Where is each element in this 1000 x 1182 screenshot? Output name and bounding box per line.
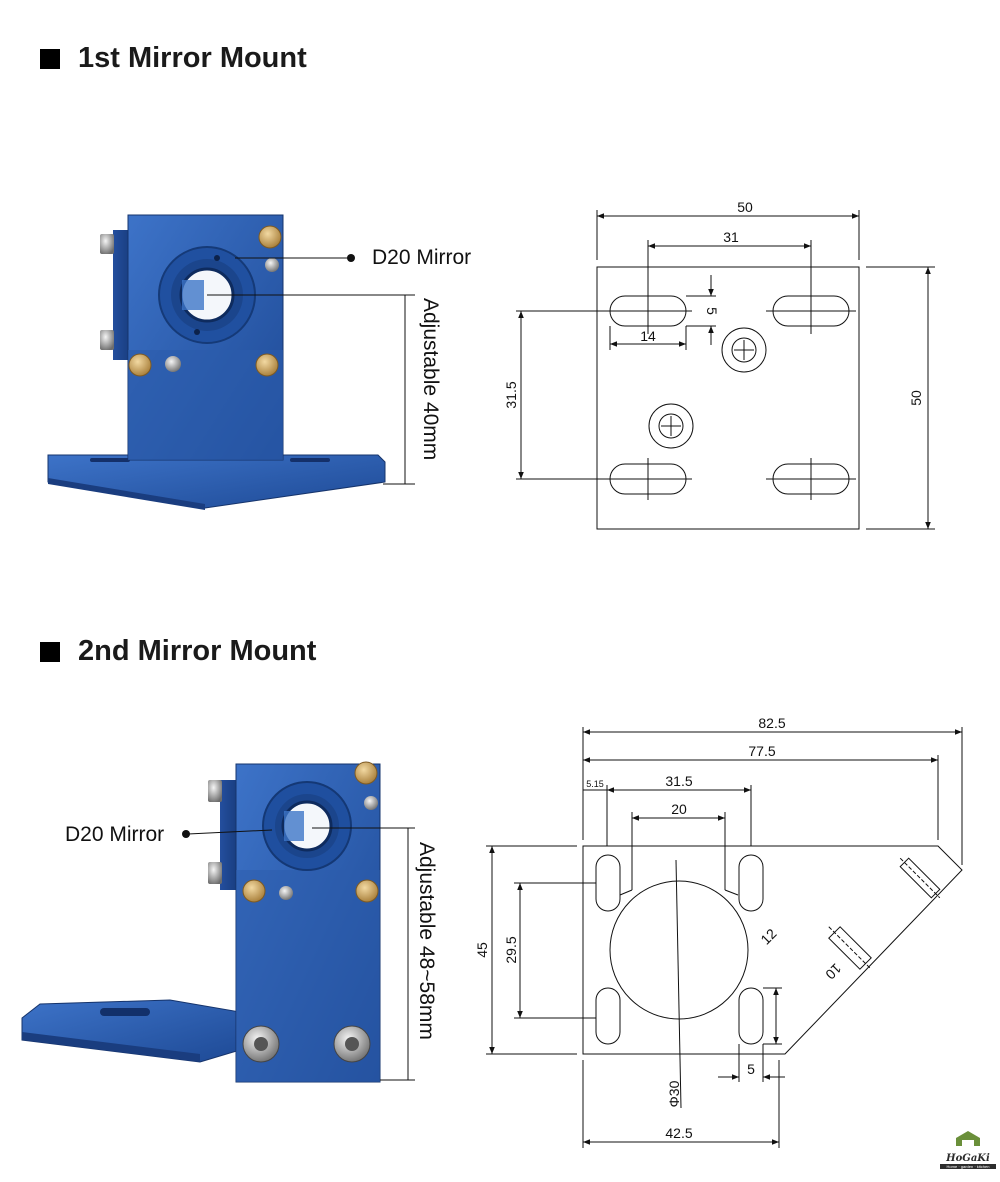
mount2-illustration <box>21 761 381 1083</box>
mount2-drawing <box>486 727 963 1148</box>
dim-20: 20 <box>671 801 687 817</box>
dim-31-5b: 31.5 <box>665 773 692 789</box>
mount1-dim-labels: 50 31 5 14 31.5 50 <box>503 199 924 409</box>
section-title-2: 2nd Mirror Mount <box>40 635 316 668</box>
mount1-drawing <box>516 210 935 530</box>
dim-5b: 5 <box>747 1061 755 1077</box>
dim-5: 5 <box>704 307 720 315</box>
dim-45: 45 <box>474 942 490 958</box>
dim-31-5: 31.5 <box>503 381 519 408</box>
dim-12: 12 <box>757 925 779 947</box>
bullet-square-icon <box>40 48 60 69</box>
section-title-1-text: 1st Mirror Mount <box>78 42 307 74</box>
logo-name: HoGaKi <box>946 1153 990 1164</box>
dim-42-5: 42.5 <box>665 1125 692 1141</box>
dim-10: 10 <box>822 960 844 982</box>
brand-logo: HoGaKi Home · garden · kitchen <box>940 1128 996 1169</box>
house-leaf-icon <box>956 1131 980 1146</box>
mount2-adjust-label: Adjustable 48~58mm <box>415 842 438 1040</box>
mount1-callouts: D20 Mirror Adjustable 40mm <box>207 246 471 485</box>
logo-tagline: Home · garden · kitchen <box>940 1164 996 1169</box>
dim-29-5: 29.5 <box>503 936 519 963</box>
dim-dia30: Φ30 <box>666 1080 682 1107</box>
section-title-1: 1st Mirror Mount <box>40 42 307 75</box>
dim-14: 14 <box>640 328 656 344</box>
mount2-mirror-label: D20 Mirror <box>65 823 164 846</box>
mount2-callouts: D20 Mirror Adjustable 48~58mm <box>65 823 438 1081</box>
bullet-square-icon <box>40 641 60 662</box>
plate2-outline <box>582 845 963 1055</box>
dim-82-5: 82.5 <box>758 715 785 731</box>
mount2-dim-labels: 82.5 77.5 5.15 31.5 20 45 29.5 12 10 5 Φ… <box>474 715 845 1141</box>
dim-31: 31 <box>723 229 739 245</box>
plate-outline <box>596 266 860 530</box>
dim-5-15: 5.15 <box>586 779 604 789</box>
section-title-2-text: 2nd Mirror Mount <box>78 635 317 667</box>
mount1-mirror-label: D20 Mirror <box>372 246 471 269</box>
dim-50-right: 50 <box>908 390 924 406</box>
dim-77-5: 77.5 <box>748 743 775 759</box>
mount1-adjust-label: Adjustable 40mm <box>419 298 442 460</box>
mount1-illustration <box>47 214 386 510</box>
dim-50-top: 50 <box>737 199 753 215</box>
